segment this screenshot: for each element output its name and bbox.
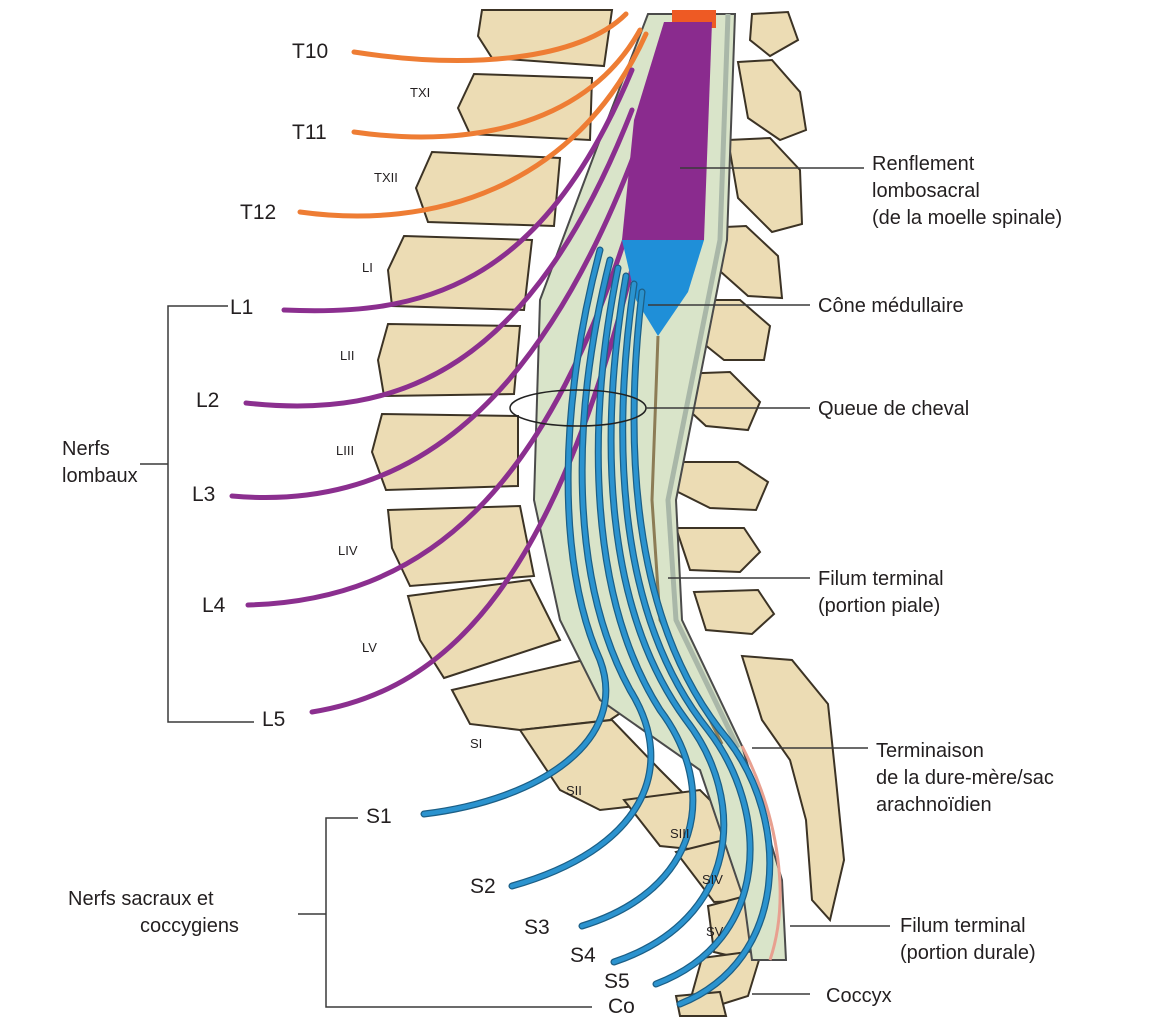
annotation-filum-durale-2: (portion durale): [900, 942, 1036, 964]
group-lumbar-line2: lombaux: [62, 465, 138, 487]
nerve-label-s1: S1: [366, 805, 392, 828]
nerve-label-l1: L1: [230, 296, 253, 319]
vertebra-label-sii: SII: [566, 783, 582, 798]
group-sacral-line1: Nerfs sacraux et: [68, 888, 214, 910]
vertebra-label-txi: TXI: [410, 85, 430, 100]
nerve-label-s2: S2: [470, 875, 496, 898]
annotation-coccyx: Coccyx: [826, 985, 892, 1007]
nerve-label-s5: S5: [604, 970, 630, 993]
nerve-label-t11: T11: [292, 121, 327, 144]
nerve-label-l2: L2: [196, 389, 219, 412]
vertebra-label-li: LI: [362, 260, 373, 275]
nerve-label-t12: T12: [240, 201, 276, 224]
vertebra-label-lv: LV: [362, 640, 377, 655]
vertebra-label-sv: SV: [706, 924, 724, 939]
annotation-renflement-3: (de la moelle spinale): [872, 207, 1062, 229]
nerve-label-t10: T10: [292, 40, 328, 63]
annotation-filum-piale-1: Filum terminal: [818, 568, 944, 590]
annotation-renflement-2: lombosacral: [872, 180, 980, 202]
vertebra-label-si: SI: [470, 736, 482, 751]
group-lumbar-line1: Nerfs: [62, 438, 110, 460]
nerve-label-l5: L5: [262, 708, 285, 731]
annotation-renflement-1: Renflement: [872, 153, 975, 175]
vertebra-label-liii: LIII: [336, 443, 354, 458]
vertebra-label-lii: LII: [340, 348, 354, 363]
annotation-terminaison-2: de la dure-mère/sac: [876, 767, 1054, 789]
nerve-label-l3: L3: [192, 483, 215, 506]
vertebra-label-siii: SIII: [670, 826, 690, 841]
nerve-label-s4: S4: [570, 944, 596, 967]
vertebra-label-liv: LIV: [338, 543, 358, 558]
annotation-filum-durale-1: Filum terminal: [900, 915, 1026, 937]
nerve-label-s3: S3: [524, 916, 550, 939]
annotation-filum-piale-2: (portion piale): [818, 595, 940, 617]
nerve-label-l4: L4: [202, 594, 226, 617]
vertebra-label-siv: SIV: [702, 872, 723, 887]
annotation-queue: Queue de cheval: [818, 398, 969, 420]
nerve-label-co: Co: [608, 995, 635, 1018]
annotation-terminaison-1: Terminaison: [876, 740, 984, 762]
annotation-terminaison-3: arachnoïdien: [876, 794, 992, 816]
group-sacral-line2: coccygiens: [140, 915, 239, 937]
annotation-cone: Cône médullaire: [818, 295, 964, 317]
vertebra-label-txii: TXII: [374, 170, 398, 185]
